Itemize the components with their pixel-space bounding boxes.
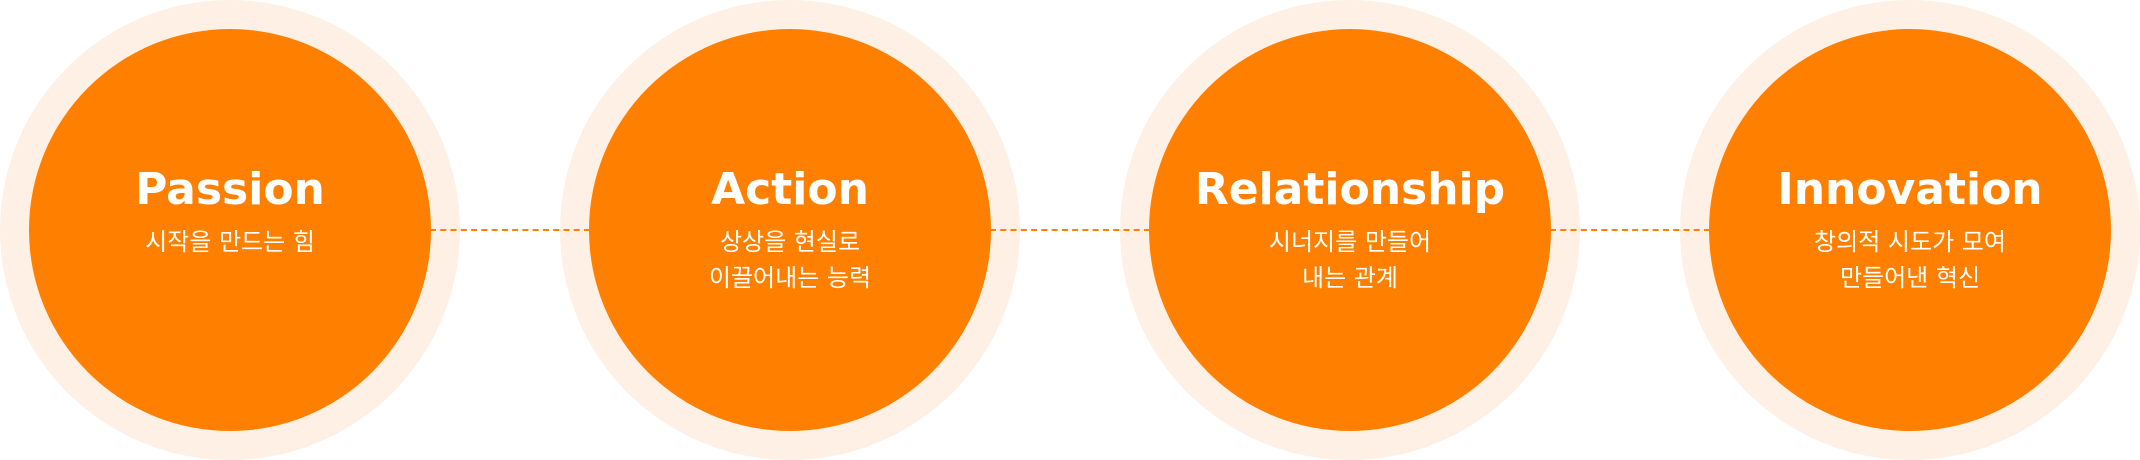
step-title: Relationship	[1194, 164, 1506, 215]
step-circle: Innovation 창의적 시도가 모여 만들어낸 혁신	[1709, 29, 2111, 431]
step-description: 시작을 만드는 힘	[145, 228, 315, 256]
step-title: Passion	[135, 164, 325, 215]
step-description: 시너지를 만들어 내는 관계	[1268, 228, 1432, 292]
step-description: 상상을 현실로 이끌어내는 능력	[708, 228, 872, 292]
step-description: 창의적 시도가 모여 만들어낸 혁신	[1814, 228, 2006, 292]
step-title: Innovation	[1777, 164, 2043, 215]
connector-line	[430, 229, 590, 231]
step-passion: Passion 시작을 만드는 힘	[0, 0, 460, 460]
step-circle: Passion 시작을 만드는 힘	[29, 29, 431, 431]
step-title: Action	[711, 164, 869, 215]
step-circle: Action 상상을 현실로 이끌어내는 능력	[589, 29, 991, 431]
connector-line	[990, 229, 1150, 231]
step-circle: Relationship 시너지를 만들어 내는 관계	[1149, 29, 1551, 431]
connector-line	[1550, 229, 1710, 231]
step-innovation: Innovation 창의적 시도가 모여 만들어낸 혁신	[1680, 0, 2140, 460]
step-relationship: Relationship 시너지를 만들어 내는 관계	[1120, 0, 1580, 460]
step-action: Action 상상을 현실로 이끌어내는 능력	[560, 0, 1020, 460]
